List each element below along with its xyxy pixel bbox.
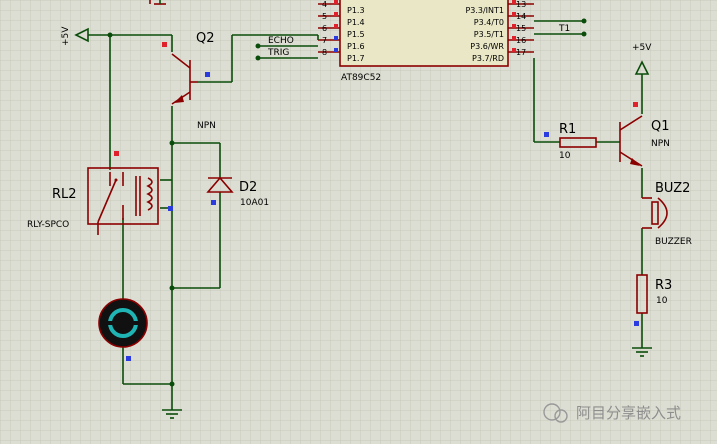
- net-echo[interactable]: ECHO: [255, 36, 319, 49]
- left-wiring: [107, 32, 319, 410]
- r3-value: 10: [656, 296, 668, 306]
- mcu-name: AT89C52: [341, 73, 381, 83]
- power-right-label: +5V: [632, 43, 652, 53]
- mcu-body: [339, 0, 509, 67]
- top-terminal: [149, 0, 166, 5]
- d2-ref: D2: [239, 180, 257, 195]
- q1-type: NPN: [651, 139, 670, 149]
- transistor-q2[interactable]: Q2 NPN: [162, 31, 216, 131]
- mcu-pin-num: 7: [322, 36, 327, 45]
- q2-ref: Q2: [196, 31, 215, 46]
- power-left-label: +5V: [61, 26, 71, 46]
- r3-ref: R3: [655, 278, 672, 293]
- ground-right: [632, 347, 652, 357]
- mcu-pin-label: P3.5/T1: [474, 30, 504, 39]
- mcu-pin-num: 17: [516, 48, 526, 57]
- resistor-r1[interactable]: R1 10: [544, 122, 597, 161]
- q1-ref: Q1: [651, 119, 670, 134]
- mcu-right-pins: 13 14 15 16 17 P3.3/INT1 P3.4/T0 P3.5/T1…: [465, 0, 534, 63]
- mcu-pin-label: P1.3: [347, 6, 365, 15]
- mcu-pin-label: P1.7: [347, 54, 365, 63]
- watermark-text: 阿目分享嵌入式: [576, 404, 681, 422]
- mcu-pin-label: P3.7/RD: [472, 54, 504, 63]
- ground-left: [162, 409, 182, 419]
- mcu-pin-label: P1.4: [347, 18, 365, 27]
- buz2-value: BUZZER: [655, 237, 692, 247]
- net-t0-t1[interactable]: T1: [534, 18, 587, 37]
- power-left: +5V: [61, 26, 110, 46]
- mcu-pin-num: 6: [322, 24, 327, 33]
- d2-value: 10A01: [240, 198, 269, 208]
- mcu-pin-num: 4: [322, 0, 327, 9]
- mcu-pin-label: P1.5: [347, 30, 365, 39]
- resistor-r3[interactable]: R3 10: [634, 274, 672, 326]
- buz2-ref: BUZ2: [655, 181, 690, 196]
- mcu-at89c52[interactable]: AT89C52 4 5 6 7 8 P1.3 P1.4 P1.5 P1.6 P1…: [318, 0, 534, 83]
- net-label-echo: ECHO: [268, 36, 294, 46]
- mcu-left-pins: 4 5 6 7 8 P1.3 P1.4 P1.5 P1.6 P1.7: [318, 0, 365, 63]
- power-right: +5V: [632, 43, 652, 75]
- watermark: 阿目分享嵌入式: [543, 403, 681, 423]
- buzzer-buz2[interactable]: BUZ2 BUZZER: [642, 181, 692, 247]
- mcu-pin-label: P1.6: [347, 42, 365, 51]
- right-wiring: [533, 58, 643, 348]
- net-label-t1: T1: [558, 24, 570, 34]
- transistor-q1[interactable]: Q1 NPN: [619, 102, 670, 167]
- mcu-pin-num: 5: [322, 12, 327, 21]
- r1-value: 10: [559, 151, 571, 161]
- mcu-pin-label: P3.4/T0: [474, 18, 504, 27]
- mcu-pin-num: 16: [516, 36, 526, 45]
- mcu-pin-num: 15: [516, 24, 526, 33]
- mcu-pin-label: P3.3/INT1: [465, 6, 504, 15]
- mcu-pin-num: 8: [322, 48, 327, 57]
- r1-ref: R1: [559, 122, 576, 137]
- net-label-trig: TRIG: [267, 48, 289, 58]
- rl2-value: RLY-SPCO: [27, 220, 69, 230]
- mcu-pin-num: 13: [516, 0, 526, 9]
- motor[interactable]: [98, 298, 148, 361]
- rl2-ref: RL2: [52, 187, 77, 202]
- net-trig[interactable]: TRIG: [255, 48, 319, 61]
- mcu-pin-num: 14: [516, 12, 526, 21]
- relay-rl2[interactable]: RL2 RLY-SPCO: [27, 151, 173, 235]
- q2-type: NPN: [197, 121, 216, 131]
- mcu-pin-label: P3.6/WR: [470, 42, 504, 51]
- diode-d2[interactable]: D2 10A01: [206, 176, 269, 208]
